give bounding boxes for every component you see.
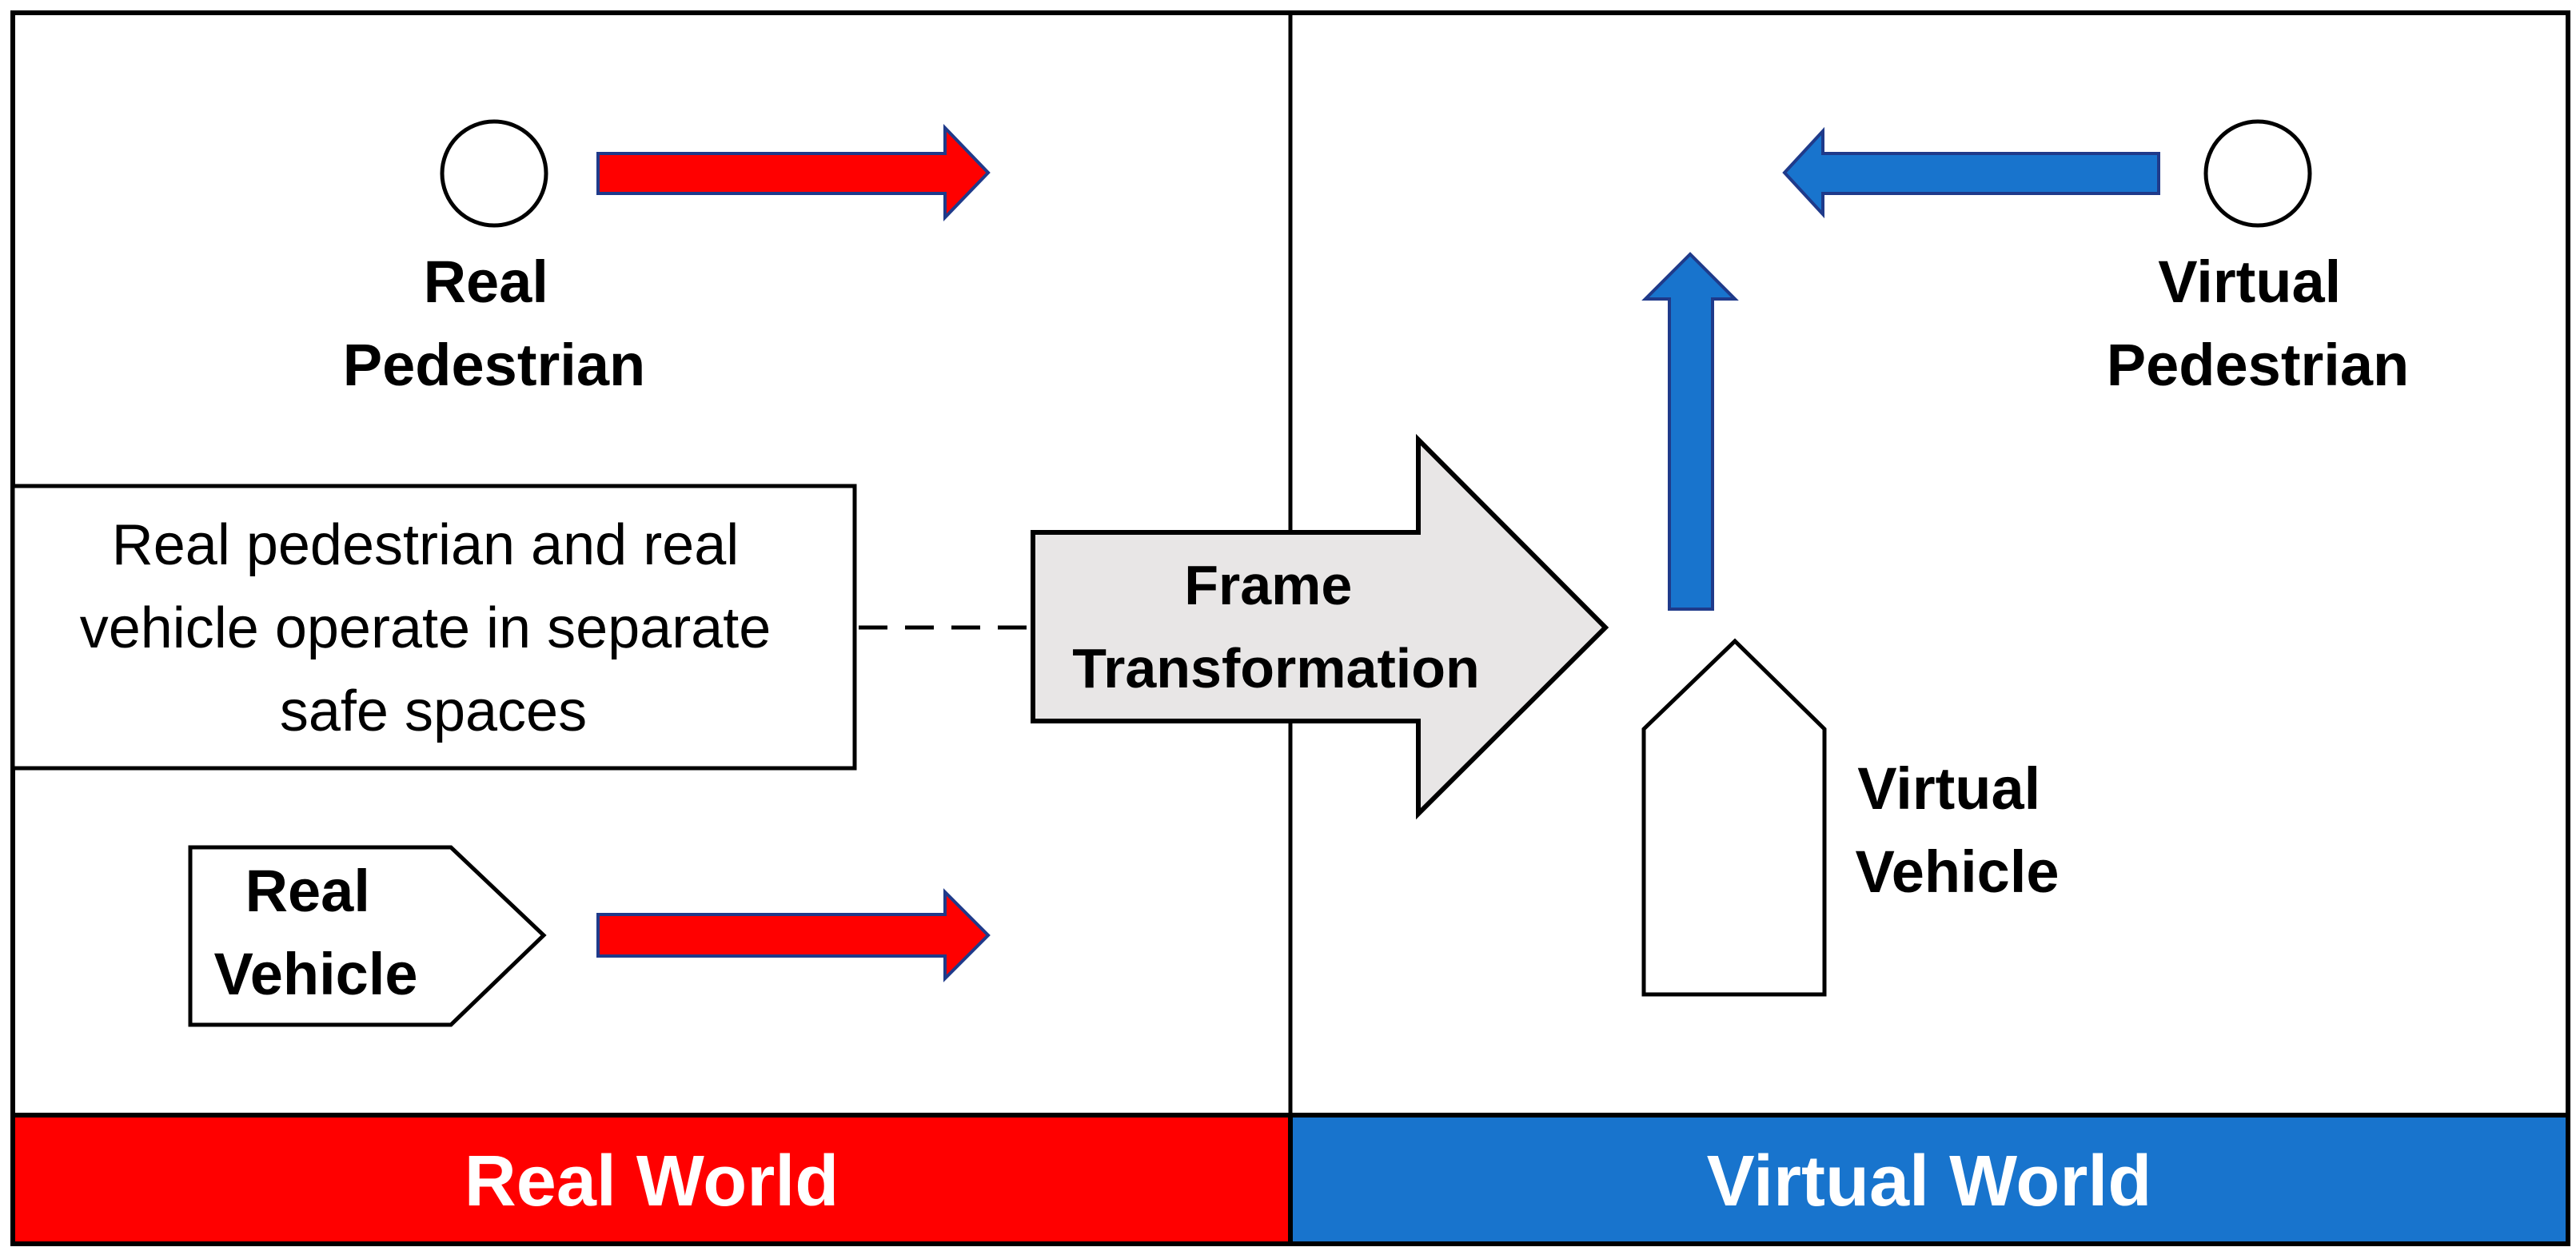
frame-transformation-label: Frame Transformation	[1072, 554, 1480, 699]
separation-note-box	[10, 484, 857, 771]
real-pedestrian-circle	[440, 119, 548, 228]
virtual-pedestrian-arrow	[1782, 126, 2160, 219]
real-pedestrian-arrow	[596, 124, 991, 221]
real-pedestrian-label-line-2: Pedestrian	[343, 332, 645, 398]
separation-note-line-1: Real pedestrian and real	[112, 513, 740, 577]
virtual-world-band-label: Virtual World	[1707, 1141, 2152, 1221]
real-world-band	[10, 1113, 1293, 1246]
virtual-vehicle-label-line-1: Virtual	[1857, 755, 2040, 822]
real-vehicle-shape	[188, 845, 547, 1027]
virtual-vehicle-label-line-2: Vehicle	[1855, 839, 2059, 905]
real-pedestrian-label: Real Pedestrian	[343, 249, 645, 398]
separation-note: Real pedestrian and real vehicle operate…	[80, 513, 788, 743]
virtual-vehicle-label: Virtual Vehicle	[1855, 755, 2059, 905]
virtual-vehicle-shape	[1641, 638, 1827, 997]
virtual-world-band	[1288, 1113, 2570, 1246]
real-vehicle-arrow	[596, 888, 991, 982]
frame-transformation-line-1: Frame	[1184, 554, 1352, 616]
real-vehicle-label-line-2: Vehicle	[213, 941, 417, 1007]
real-pedestrian-label-line-1: Real	[424, 249, 548, 315]
virtual-vehicle-arrow	[1641, 252, 1739, 611]
frame-transformation-arrow	[1031, 433, 1609, 820]
frame-transformation-line-2: Transformation	[1072, 637, 1480, 699]
real-vehicle-label: Real Vehicle	[213, 858, 417, 1007]
virtual-pedestrian-label-line-1: Virtual	[2158, 249, 2341, 315]
separation-note-line-2: vehicle operate in separate	[80, 596, 772, 660]
real-vehicle-label-line-1: Real	[245, 858, 370, 924]
real-world-band-label: Real World	[465, 1141, 839, 1221]
virtual-pedestrian-label: Virtual Pedestrian	[2107, 249, 2409, 398]
separation-note-line-3: safe spaces	[280, 679, 587, 743]
virtual-pedestrian-circle	[2203, 119, 2312, 228]
virtual-pedestrian-label-line-2: Pedestrian	[2107, 332, 2409, 398]
